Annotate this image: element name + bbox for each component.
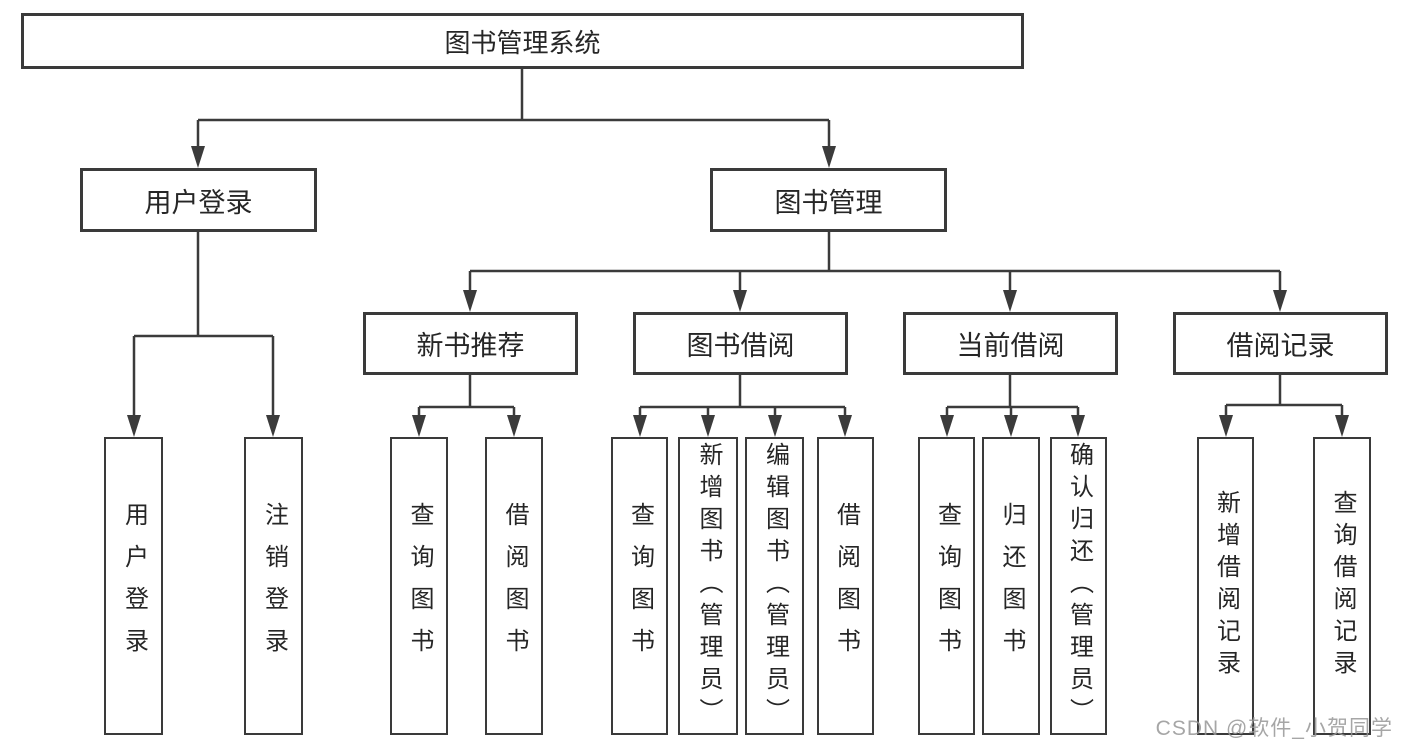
leaf-return-books: 归还图书 [982, 437, 1040, 735]
node-root-system: 图书管理系统 [21, 13, 1024, 69]
node-new-book-recommend-label: 新书推荐 [416, 331, 525, 361]
leaf-logout-label: 注销登录 [260, 502, 288, 670]
leaf-user-login-label: 用户登录 [120, 502, 148, 670]
leaf-confirm-return-admin-label: 确认归还（管理员） [1065, 442, 1093, 730]
node-user-login: 用户登录 [80, 168, 317, 232]
csdn-watermark: CSDN @软件_小贺同学 [1155, 717, 1393, 740]
leaf-borrow-books-recommend: 借阅图书 [485, 437, 543, 735]
leaf-user-login: 用户登录 [104, 437, 163, 735]
node-book-management: 图书管理 [710, 168, 947, 232]
node-book-borrow: 图书借阅 [633, 312, 848, 375]
leaf-query-books-current: 查询图书 [918, 437, 975, 735]
leaf-borrow-books-recommend-label: 借阅图书 [501, 502, 528, 670]
leaf-return-books-label: 归还图书 [998, 502, 1025, 670]
leaf-query-books-borrow: 查询图书 [611, 437, 668, 735]
leaf-query-books-recommend: 查询图书 [390, 437, 448, 735]
node-current-borrow: 当前借阅 [903, 312, 1118, 375]
leaf-query-books-borrow-label: 查询图书 [626, 502, 654, 670]
node-current-borrow-label: 当前借阅 [956, 331, 1065, 361]
leaf-query-books-current-label: 查询图书 [933, 502, 961, 670]
leaf-confirm-return-admin: 确认归还（管理员） [1050, 437, 1107, 735]
node-borrow-record: 借阅记录 [1173, 312, 1388, 375]
leaf-logout: 注销登录 [244, 437, 303, 735]
leaf-add-books-admin: 新增图书（管理员） [678, 437, 738, 735]
leaf-borrow-books: 借阅图书 [817, 437, 874, 735]
node-root-label: 图书管理系统 [444, 27, 601, 58]
leaf-add-borrow-record-label: 新增借阅记录 [1212, 490, 1240, 682]
node-new-book-recommend: 新书推荐 [363, 312, 578, 375]
leaf-query-borrow-record-label: 查询借阅记录 [1329, 490, 1356, 682]
node-book-borrow-label: 图书借阅 [686, 331, 795, 361]
node-borrow-record-label: 借阅记录 [1226, 331, 1335, 361]
node-book-management-label: 图书管理 [774, 187, 883, 218]
leaf-add-borrow-record: 新增借阅记录 [1197, 437, 1254, 735]
node-user-login-label: 用户登录 [144, 187, 253, 218]
leaf-query-books-recommend-label: 查询图书 [406, 502, 433, 670]
leaf-query-borrow-record: 查询借阅记录 [1313, 437, 1371, 735]
leaf-edit-books-admin: 编辑图书（管理员） [745, 437, 804, 735]
leaf-add-books-admin-label: 新增图书（管理员） [695, 442, 722, 730]
leaf-edit-books-admin-label: 编辑图书（管理员） [761, 442, 789, 730]
leaf-borrow-books-label: 借阅图书 [832, 502, 860, 670]
